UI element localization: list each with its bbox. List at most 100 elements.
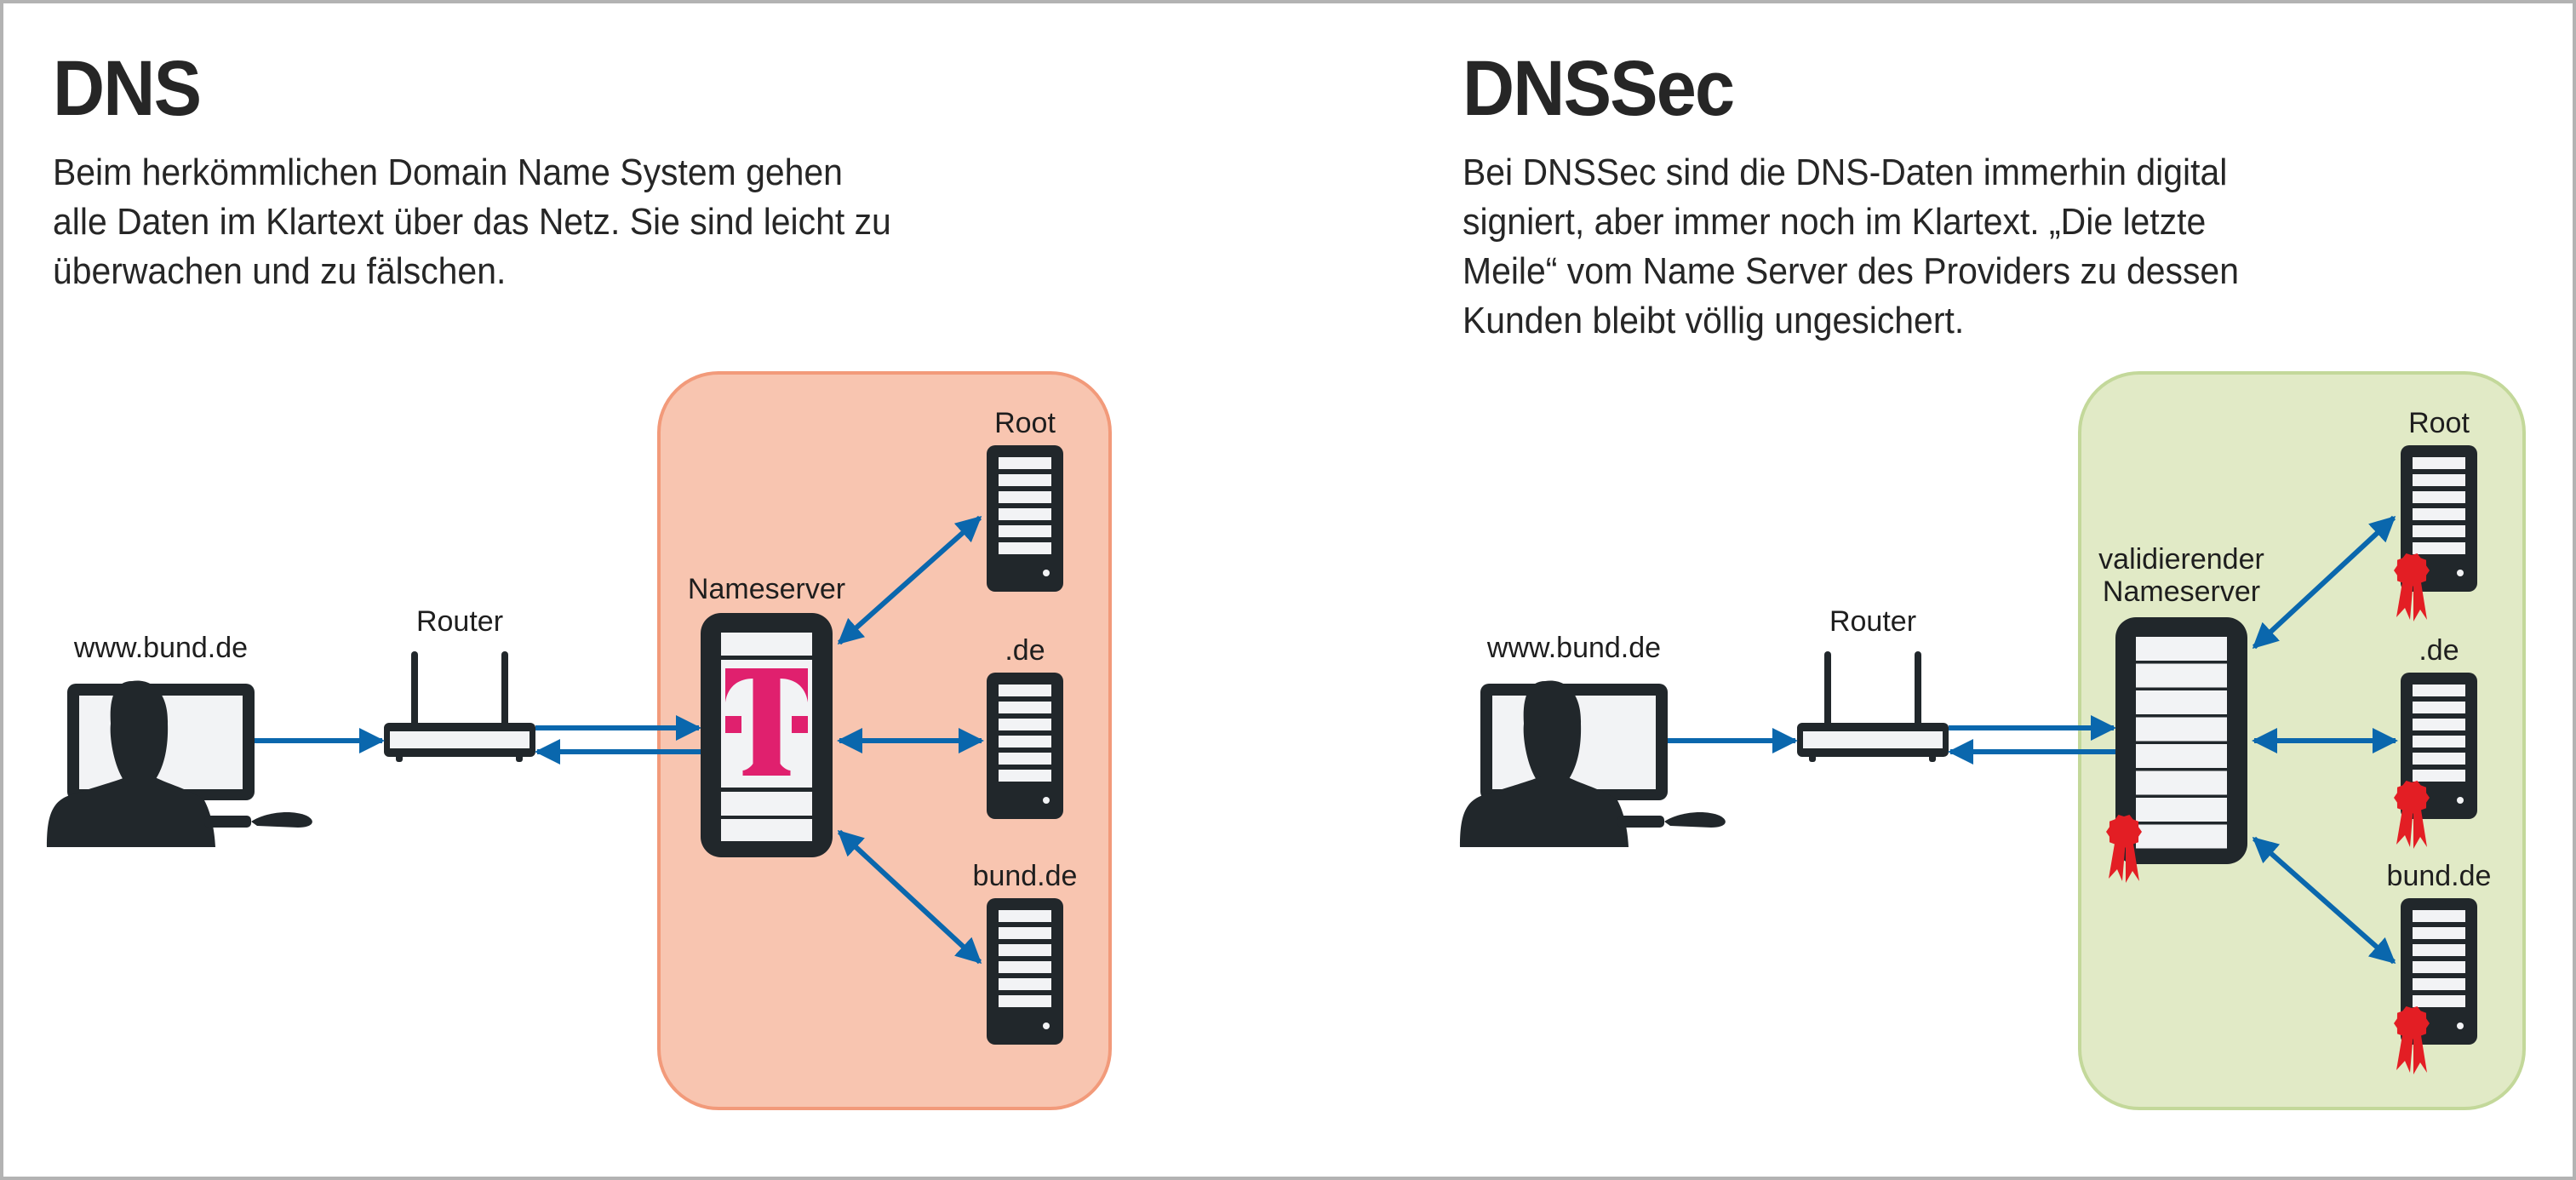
dnssec-title: DNSSec <box>1463 45 1735 132</box>
telekom-t-letter <box>725 668 808 776</box>
server-drive-bay <box>2413 910 2465 922</box>
person-head <box>110 680 169 800</box>
client-label: www.bund.de <box>73 632 248 664</box>
server-drive-bay <box>2413 491 2465 503</box>
server-drive-bay <box>999 978 1051 990</box>
seal-disc <box>2106 815 2142 849</box>
telekom-t-logo-icon <box>725 668 808 776</box>
router-foot <box>516 754 523 762</box>
server-drive-bay <box>2413 978 2465 990</box>
server-drive-bay <box>2413 944 2465 956</box>
nameserver-drive-bay <box>2136 663 2227 688</box>
seal-ribbon <box>2396 577 2413 620</box>
nameserver-drive-bay <box>2136 690 2227 714</box>
seal-icon <box>2106 815 2142 883</box>
nameserver-drive-bay <box>2136 798 2227 822</box>
dnssec-panel: www.bund.deRoutervalidierenderNameserver… <box>1460 371 2526 1110</box>
arrow-nameserver-root <box>837 515 982 645</box>
server-drive-bay <box>2413 474 2465 486</box>
server-icon <box>987 445 1063 592</box>
server-drive-bay <box>999 702 1051 713</box>
keyboard <box>1617 816 1664 828</box>
server-icon <box>987 898 1063 1045</box>
router-foot <box>1929 754 1936 762</box>
dns-panel: www.bund.deRouterNameserverRoot.debund.d… <box>47 371 1112 1110</box>
server-label-bund-de: bund.de <box>973 860 1078 892</box>
server-drive-bay <box>2413 525 2465 537</box>
dns-description-line: alle Daten im Klartext über das Netz. Si… <box>53 201 891 243</box>
server-drive-bay <box>999 961 1051 973</box>
seal-ribbon <box>2109 839 2126 881</box>
server-drive-bay <box>2413 719 2465 730</box>
server-drive-bay <box>2413 770 2465 782</box>
seal-ribbon <box>2413 805 2427 849</box>
router-label: Router <box>1829 605 1916 638</box>
server-drive-bay <box>999 736 1051 748</box>
server-drive-bay <box>999 474 1051 486</box>
server-label-de: .de <box>1005 634 1045 667</box>
server-drive-bay <box>2413 702 2465 713</box>
server-drive-bay <box>2413 736 2465 748</box>
nameserver-drive-bay <box>2136 637 2227 661</box>
server-icon <box>987 673 1063 819</box>
router-label: Router <box>416 605 503 638</box>
nameserver-label: Nameserver <box>688 573 845 605</box>
nameserver-drive-bay <box>2136 824 2227 849</box>
user-at-computer-icon <box>47 680 312 847</box>
server-label-bund-de: bund.de <box>2387 860 2492 892</box>
arrow-nameserver-bund-de <box>837 829 982 965</box>
seal-icon <box>2394 1006 2430 1074</box>
server-drive-bay <box>2413 995 2465 1007</box>
router-panel <box>390 731 530 748</box>
seal-disc <box>2394 1006 2430 1040</box>
seal-ribbon <box>2126 839 2139 883</box>
dnssec-description: Bei DNSSec sind die DNS-Daten immerhin d… <box>1463 148 2239 346</box>
server-drive-bay <box>999 944 1051 956</box>
server-drive-bay <box>2413 508 2465 520</box>
mouse-icon <box>1664 812 1726 828</box>
server-power-led <box>2457 570 2464 576</box>
server-drive-bay <box>999 542 1051 554</box>
seal-disc <box>2394 781 2430 815</box>
server-power-led <box>1043 570 1050 576</box>
router-icon <box>384 651 535 762</box>
seal-icon <box>2394 553 2430 622</box>
nameserver-drive-bay <box>721 819 812 841</box>
server-drive-bay <box>999 491 1051 503</box>
server-drive-bay <box>2413 961 2465 973</box>
seal-ribbon <box>2396 805 2413 847</box>
client-label: www.bund.de <box>1486 632 1661 664</box>
router-foot <box>1809 754 1816 762</box>
router-antenna <box>411 651 418 728</box>
server-drive-bay <box>999 753 1051 765</box>
mouse-icon <box>251 812 312 828</box>
router-antenna <box>1915 651 1921 728</box>
server-drive-bay <box>2413 542 2465 554</box>
nameserver-drive-bay <box>2136 770 2227 795</box>
seal-icon <box>2394 781 2430 849</box>
seal-ribbon <box>2396 1030 2413 1073</box>
seal-disc <box>2394 553 2430 587</box>
server-drive-bay <box>2413 753 2465 765</box>
router-antenna <box>1824 651 1831 728</box>
server-power-led <box>2457 1022 2464 1029</box>
server-drive-bay <box>999 525 1051 537</box>
router-antenna <box>501 651 508 728</box>
nameserver-label: Nameserver <box>2103 576 2260 608</box>
telekom-t-dot <box>725 716 741 733</box>
server-drive-bay <box>999 995 1051 1007</box>
dns-description-line: überwachen und zu fälschen. <box>53 250 507 292</box>
server-drive-bay <box>2413 927 2465 939</box>
server-drive-bay <box>999 719 1051 730</box>
dnssec-description-line: Bei DNSSec sind die DNS-Daten immerhin d… <box>1463 152 2228 193</box>
nameserver-drive-bay <box>721 792 812 816</box>
dns-title: DNS <box>53 45 202 132</box>
person-body <box>47 776 215 847</box>
server-drive-bay <box>2413 685 2465 696</box>
server-drive-bay <box>999 457 1051 469</box>
nameserver-drive-bay <box>2136 717 2227 742</box>
seal-ribbon <box>2413 1030 2427 1074</box>
person-body <box>1460 776 1629 847</box>
telekom-t-dot <box>792 716 808 733</box>
